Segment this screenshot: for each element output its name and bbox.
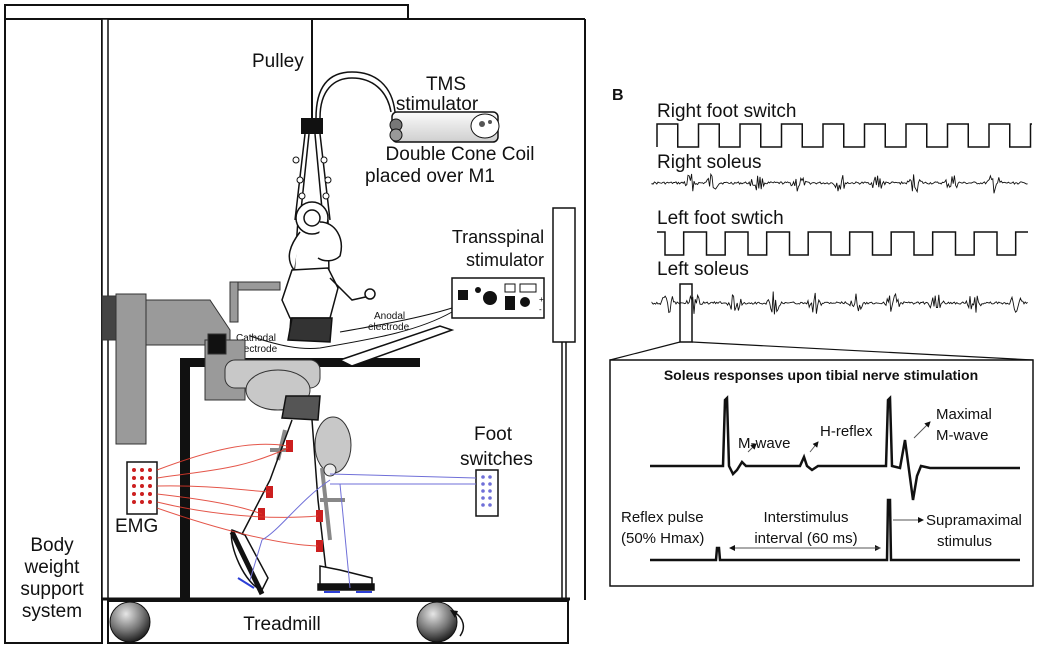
foot-pressure-sensors xyxy=(237,577,372,593)
label-max-m-wave-2: M-wave xyxy=(936,427,989,444)
treadmill-label: Treadmill xyxy=(243,614,320,635)
trace-label-left-soleus: Left soleus xyxy=(657,259,749,280)
bws-label-4: system xyxy=(22,601,82,622)
treadmill-roller-back xyxy=(416,601,458,643)
treadmill-roller-front xyxy=(109,601,151,643)
cathodal-label-1: Cathodal xyxy=(236,333,276,344)
stim-lead-anodal xyxy=(339,307,453,333)
annotation-arrows xyxy=(729,421,931,551)
stimulus-trace xyxy=(650,498,1020,562)
transspinal-label-1: Transspinal xyxy=(452,227,544,247)
svg-text:-: - xyxy=(539,305,542,314)
trace-left-foot-switch xyxy=(657,231,1028,256)
transspinal-label-2: stimulator xyxy=(466,250,544,270)
foot-switch-box xyxy=(475,469,499,517)
trace-left-soleus xyxy=(651,291,1028,315)
trace-label-right-soleus: Right soleus xyxy=(657,152,762,173)
bws-label-3: support xyxy=(20,579,84,600)
panel-b: B Right foot switch Right soleus Left fo… xyxy=(609,87,1034,587)
panel-a: A Body weight support system Pulley xyxy=(4,4,586,644)
foot-switches-label-2: switches xyxy=(460,449,533,470)
emg-label: EMG xyxy=(115,516,158,537)
emg-leads xyxy=(156,443,319,547)
label-reflex-pulse-1: Reflex pulse xyxy=(621,509,704,526)
stim-lead-cathodal xyxy=(249,311,453,349)
foot-switches-label-1: Foot xyxy=(474,424,513,445)
trace-right-soleus xyxy=(651,172,1028,194)
bws-label-1: Body xyxy=(30,535,74,556)
pulley-label: Pulley xyxy=(252,51,304,72)
label-supra-2: stimulus xyxy=(937,533,992,550)
subject-walking xyxy=(229,201,376,596)
label-reflex-pulse-2: (50% Hmax) xyxy=(621,530,704,547)
zoom-window xyxy=(679,283,693,343)
label-max-m-wave-1: Maximal xyxy=(936,406,992,423)
foot-switch-leads xyxy=(249,473,477,589)
inset-title: Soleus responses upon tibial nerve stimu… xyxy=(664,367,978,383)
side-post xyxy=(552,207,576,600)
coil-label-1: Double Cone Coil xyxy=(386,144,535,165)
svg-text:+: + xyxy=(539,295,544,304)
label-isi-1: Interstimulus xyxy=(763,509,848,526)
trace-label-right-foot-switch: Right foot switch xyxy=(657,101,796,122)
anodal-label-1: Anodal xyxy=(374,311,405,322)
anodal-label-2: electrode xyxy=(368,322,410,333)
tms-label-2: stimulator xyxy=(396,94,479,115)
inset-box xyxy=(609,359,1034,587)
tms-label-1: TMS xyxy=(426,74,466,95)
transspinal-stimulator: + - xyxy=(451,277,545,319)
soleus-response-trace xyxy=(650,395,1020,501)
trace-label-left-foot-switch: Left foot swtich xyxy=(657,208,784,229)
trace-right-foot-switch xyxy=(656,123,1032,148)
label-isi-2: interval (60 ms) xyxy=(754,530,857,547)
treadmill xyxy=(102,597,570,644)
panel-b-label: B xyxy=(612,87,624,104)
tms-stimulator xyxy=(315,71,500,143)
label-m-wave: M-wave xyxy=(738,435,791,452)
label-h-reflex: H-reflex xyxy=(820,423,873,440)
bws-label-2: weight xyxy=(24,557,81,578)
coil-label-2: placed over M1 xyxy=(365,166,495,187)
cathodal-label-2: electrode xyxy=(236,344,278,355)
emg-amplifier xyxy=(126,461,158,515)
label-supra-1: Supramaximal xyxy=(926,512,1022,529)
